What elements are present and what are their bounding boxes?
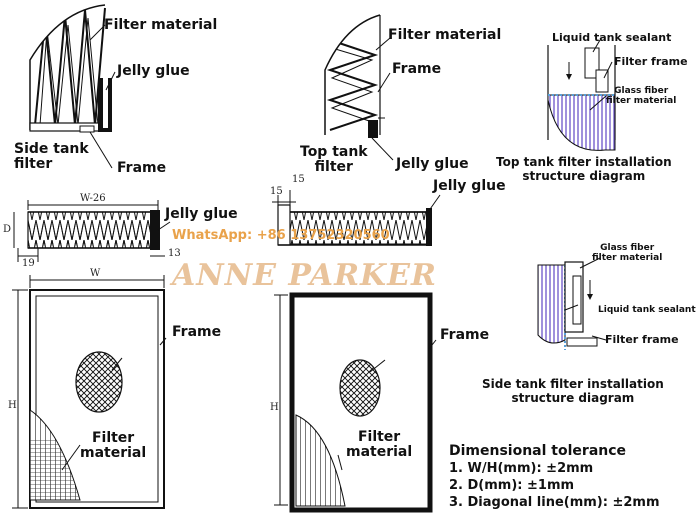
right-section-dim-15a: 15	[270, 186, 283, 197]
front-left-width-dim: W	[90, 268, 101, 279]
right-section-dim-15b: 15	[292, 174, 305, 185]
right-section-drawing	[272, 190, 441, 246]
side-tank-install-drawing	[537, 257, 607, 350]
top-tank-detail-drawing	[324, 14, 394, 161]
side-install-frame-label: Filter frame	[605, 333, 679, 346]
top-jelly-glue-label: Jelly glue	[396, 156, 469, 172]
front-left-frame-label: Frame	[172, 324, 222, 340]
side-install-caption: Side tank filter installation structure …	[482, 377, 664, 405]
tolerance-item: 3. Diagonal line(mm): ±2mm	[449, 495, 660, 510]
tolerance-item: 1. W/H(mm): ±2mm	[449, 461, 594, 476]
left-section-dim-19: 19	[22, 258, 35, 269]
front-right-filter-material-label: Filter material	[346, 429, 413, 460]
front-right-frame-label: Frame	[440, 327, 490, 343]
side-frame-label: Frame	[117, 160, 167, 176]
front-left-height-dim: H	[8, 400, 17, 411]
whatsapp-watermark: WhatsApp: +86 13752320560	[172, 228, 390, 243]
front-left-filter-material-label: Filter material	[80, 430, 147, 461]
right-section-jelly-glue-label: Jelly glue	[433, 178, 506, 194]
top-tank-filter-label: Top tank filter	[300, 144, 368, 175]
side-install-sealant-label: Liquid tank sealant	[598, 305, 696, 315]
top-frame-label: Frame	[392, 61, 442, 77]
front-left-drawing	[12, 275, 167, 509]
left-section-dim-13: 13	[168, 248, 181, 259]
side-filter-material-label: Filter material	[104, 17, 218, 33]
top-install-frame-label: Filter frame	[614, 55, 688, 68]
front-right-drawing	[274, 292, 437, 513]
side-tank-filter-label: Side tank filter	[14, 141, 89, 172]
top-install-sealant-label: Liquid tank sealant	[552, 31, 672, 44]
tolerance-block: Dimensional tolerance 1. W/H(mm): ±2mm 2…	[449, 443, 660, 511]
side-install-glass-fiber-label: Glass fiber filter material	[592, 243, 663, 263]
top-install-glass-fiber-label: Glass fiber filter material	[606, 86, 677, 106]
left-section-depth-dim: D	[3, 224, 12, 235]
left-section-width-dim: W-26	[80, 193, 106, 204]
brand-watermark: ANNE PARKER	[172, 258, 437, 293]
left-section-jelly-glue-label: Jelly glue	[165, 206, 238, 222]
front-right-height-dim: H	[270, 402, 279, 413]
left-section-drawing	[13, 200, 171, 262]
top-tank-install-drawing	[547, 39, 616, 151]
tolerance-item: 2. D(mm): ±1mm	[449, 478, 575, 493]
top-install-caption: Top tank filter installation structure d…	[496, 155, 672, 183]
side-jelly-glue-label: Jelly glue	[117, 63, 190, 79]
tolerance-title: Dimensional tolerance	[449, 443, 627, 459]
top-filter-material-label: Filter material	[388, 27, 502, 43]
